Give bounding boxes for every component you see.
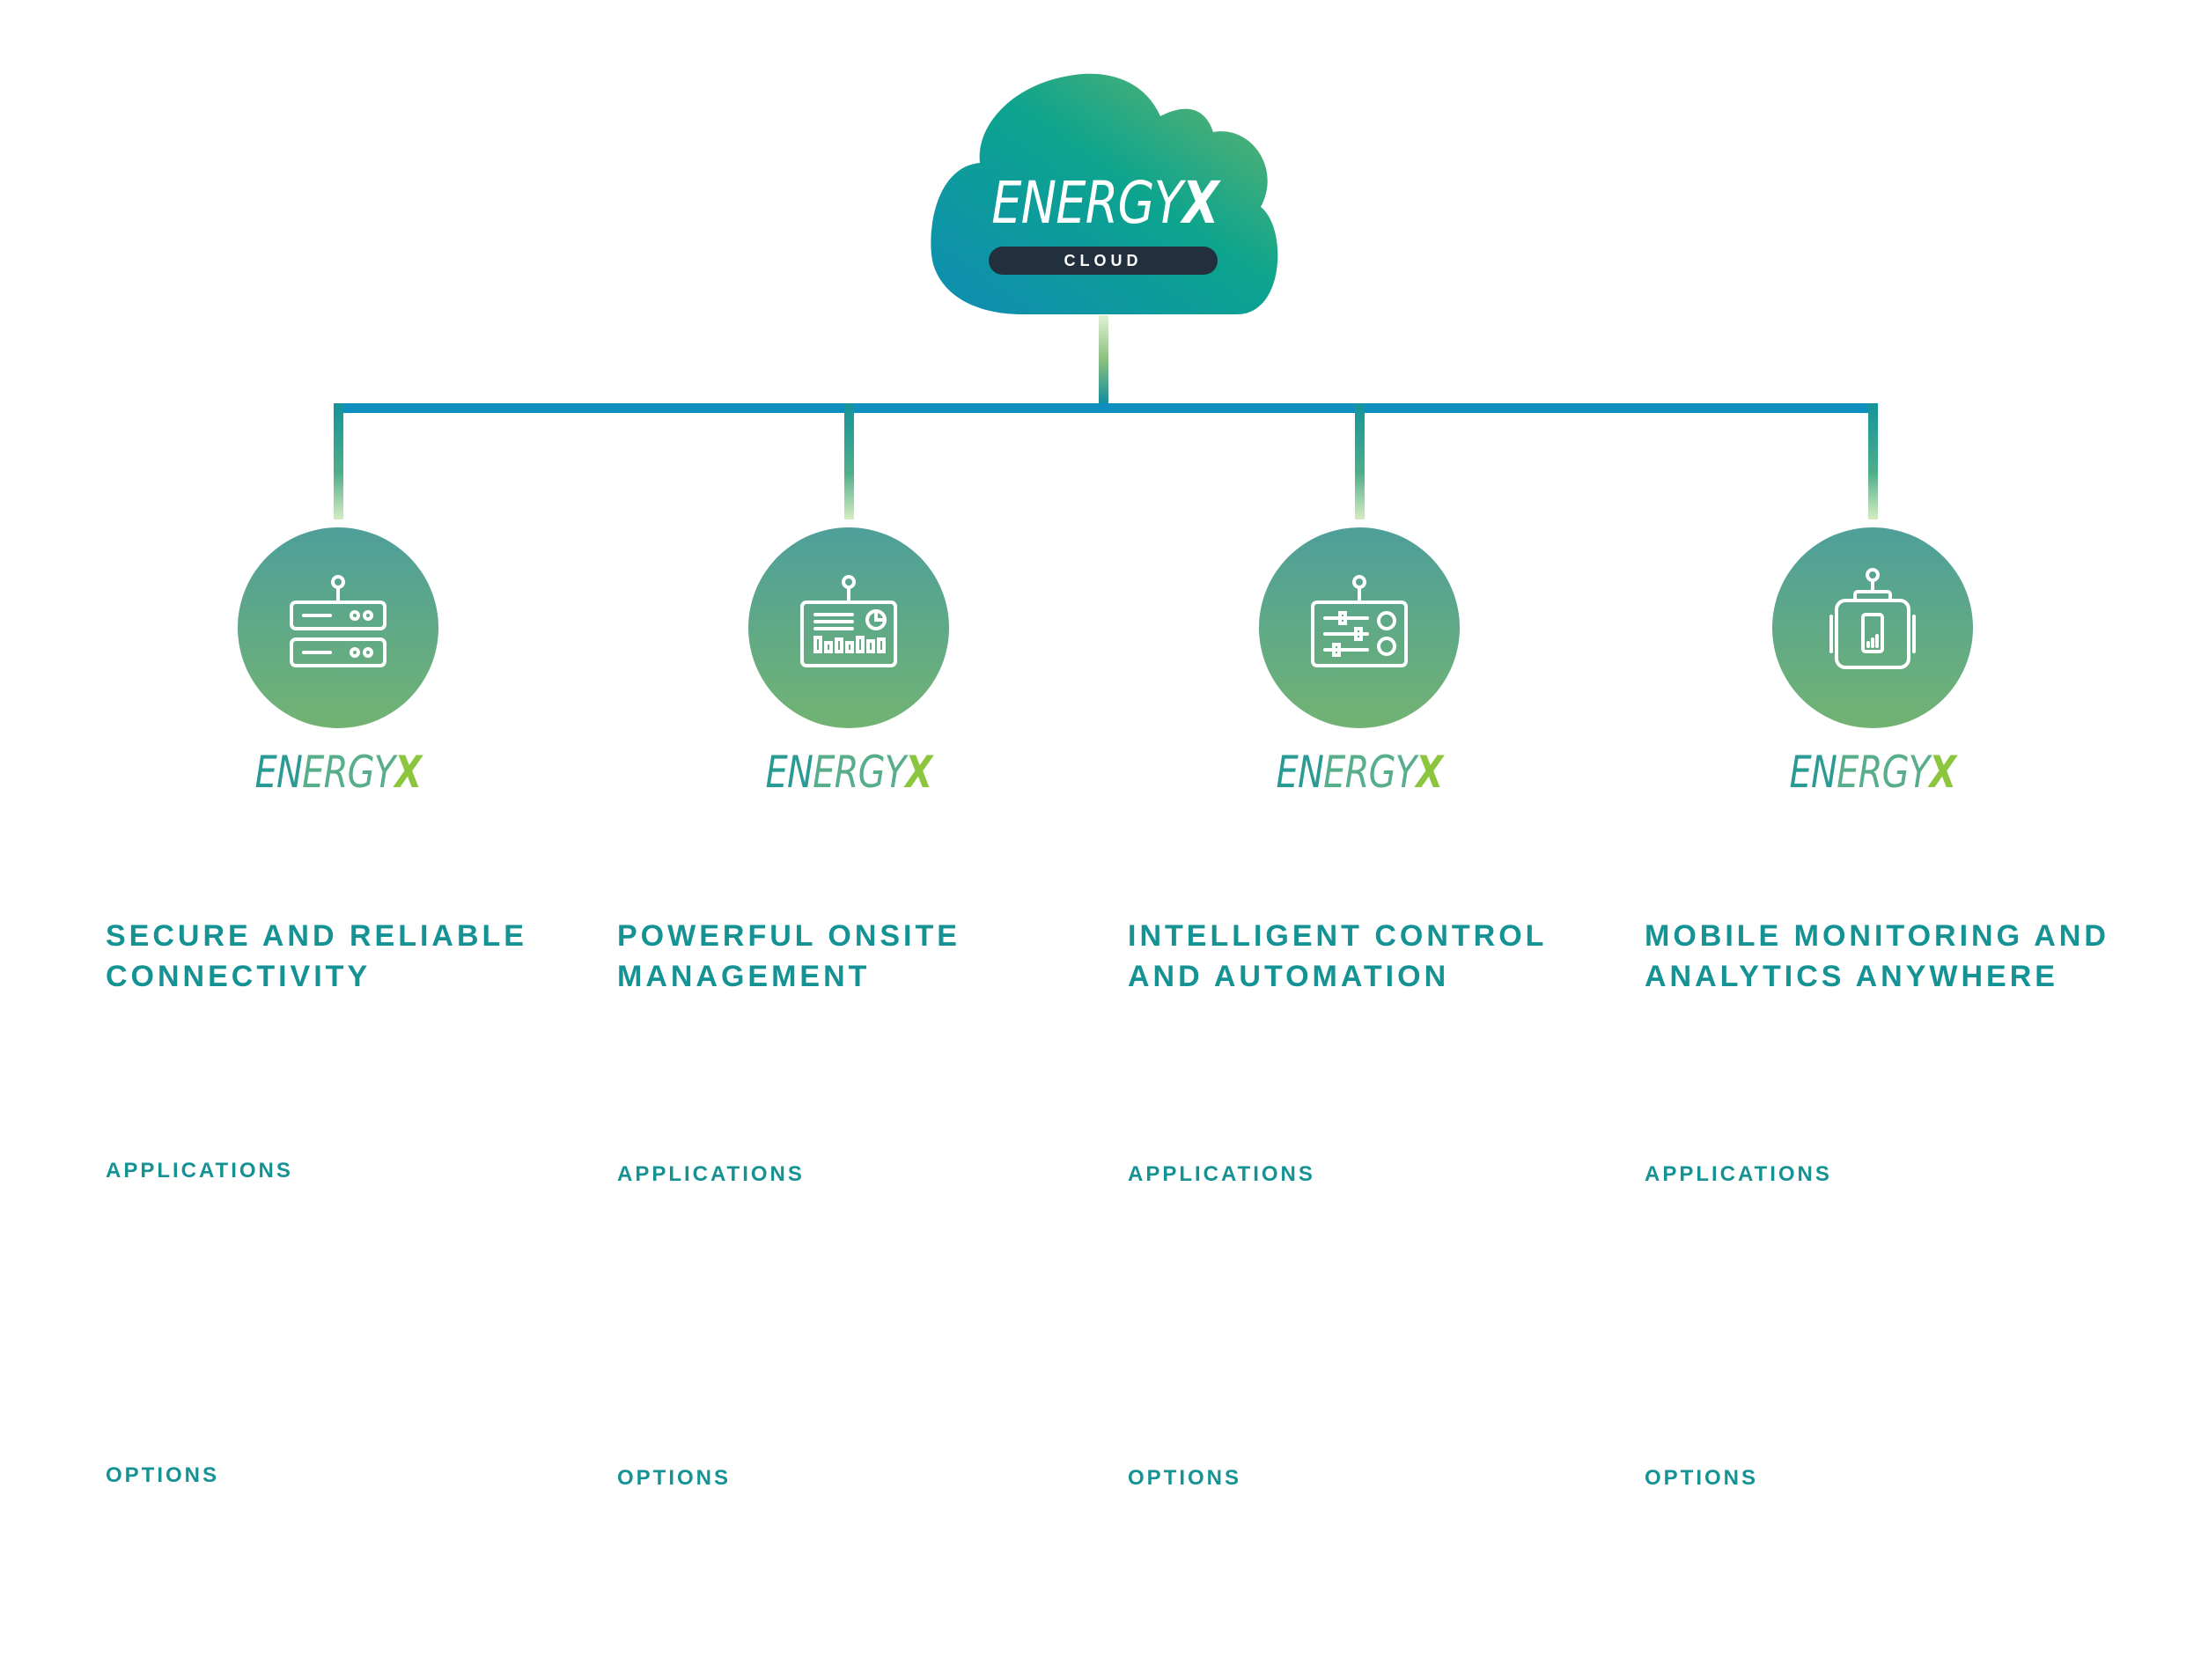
dashboard-display-icon <box>800 575 897 667</box>
feature-title: MOBILE MONITORING AND ANALYTICS ANYWHERE <box>1645 916 2138 997</box>
drop-line-4 <box>1868 403 1878 519</box>
wordmark-x: X <box>394 747 422 798</box>
feature-title-line1: SECURE AND RELIABLE <box>106 919 527 953</box>
options-heading: OPTIONS <box>617 1466 732 1490</box>
feature-title-line1: POWERFUL ONSITE <box>617 919 961 953</box>
cloud-wordmark-x: X <box>1181 169 1219 237</box>
wordmark-ergy: ERGY <box>1837 747 1930 798</box>
bus-line <box>334 403 1878 413</box>
wordmark-ergy: ERGY <box>302 747 395 798</box>
wordmark-en: EN <box>1276 747 1324 798</box>
applications-heading: APPLICATIONS <box>1645 1162 1832 1186</box>
wordmark-en: EN <box>1789 747 1837 798</box>
feature-column-4: MOBILE MONITORING AND ANALYTICS ANYWHERE… <box>1645 916 2138 1490</box>
options-heading: OPTIONS <box>106 1463 220 1487</box>
node-wordmark-1: ENERGYX <box>225 750 451 794</box>
feature-title: INTELLIGENT CONTROL AND AUTOMATION <box>1128 916 1621 997</box>
cloud-wordmark-prefix: ENERGY <box>991 169 1182 237</box>
options-heading: OPTIONS <box>1128 1466 1242 1490</box>
feature-title-line2: AND AUTOMATION <box>1128 960 1450 993</box>
node-wordmark-3: ENERGYX <box>1247 750 1472 794</box>
feature-title-line1: MOBILE MONITORING AND <box>1645 919 2109 953</box>
wordmark-ergy: ERGY <box>813 747 906 798</box>
drop-line-3 <box>1355 403 1365 519</box>
cloud-wordmark: ENERGYX <box>961 174 1249 232</box>
drop-line-2 <box>844 403 854 519</box>
drop-line-1 <box>334 403 343 519</box>
wordmark-en: EN <box>765 747 813 798</box>
cloud-connector <box>1099 315 1108 403</box>
applications-heading: APPLICATIONS <box>106 1159 293 1183</box>
node-wordmark-2: ENERGYX <box>736 750 961 794</box>
feature-title-line2: CONNECTIVITY <box>106 960 372 993</box>
feature-title-line2: ANALYTICS ANYWHERE <box>1645 960 2058 993</box>
feature-title: POWERFUL ONSITE MANAGEMENT <box>617 916 1110 997</box>
wordmark-x: X <box>905 747 932 798</box>
applications-heading: APPLICATIONS <box>1128 1162 1315 1186</box>
feature-column-3: INTELLIGENT CONTROL AND AUTOMATION APPLI… <box>1128 916 1621 1490</box>
mobile-device-icon <box>1829 568 1916 669</box>
control-panel-icon <box>1311 575 1408 667</box>
wordmark-en: EN <box>254 747 303 798</box>
feature-title-line1: INTELLIGENT CONTROL <box>1128 919 1548 953</box>
cloud-label-pill: CLOUD <box>989 247 1218 275</box>
node-wordmark-4: ENERGYX <box>1760 750 1985 794</box>
server-icon <box>290 575 386 667</box>
feature-column-2: POWERFUL ONSITE MANAGEMENT APPLICATIONS … <box>617 916 1110 1490</box>
node-circle-4 <box>1772 527 1973 728</box>
wordmark-x: X <box>1929 747 1956 798</box>
feature-title-line2: MANAGEMENT <box>617 960 871 993</box>
feature-column-1: SECURE AND RELIABLE CONNECTIVITY APPLICA… <box>106 916 599 1487</box>
applications-heading: APPLICATIONS <box>617 1162 805 1186</box>
options-heading: OPTIONS <box>1645 1466 1759 1490</box>
wordmark-x: X <box>1416 747 1443 798</box>
wordmark-ergy: ERGY <box>1323 747 1417 798</box>
feature-title: SECURE AND RELIABLE CONNECTIVITY <box>106 916 599 997</box>
